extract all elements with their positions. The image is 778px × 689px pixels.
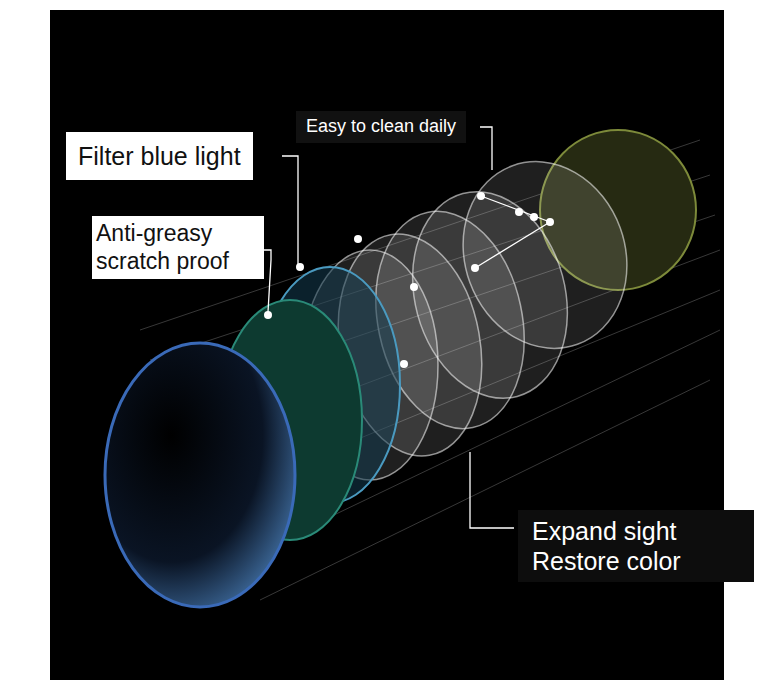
callout-box: Anti-greasy scratch proof <box>92 216 264 279</box>
callout-box: Expand sight Restore color <box>518 510 754 582</box>
callout-box: Easy to clean daily <box>296 111 466 143</box>
callout-text: Easy to clean daily <box>306 116 456 138</box>
callout-text: Expand sight Restore color <box>532 516 740 576</box>
callout-text: Filter blue light <box>78 141 241 171</box>
callout-box: Filter blue light <box>66 132 253 180</box>
callout-text: Anti-greasy scratch proof <box>96 220 260 275</box>
